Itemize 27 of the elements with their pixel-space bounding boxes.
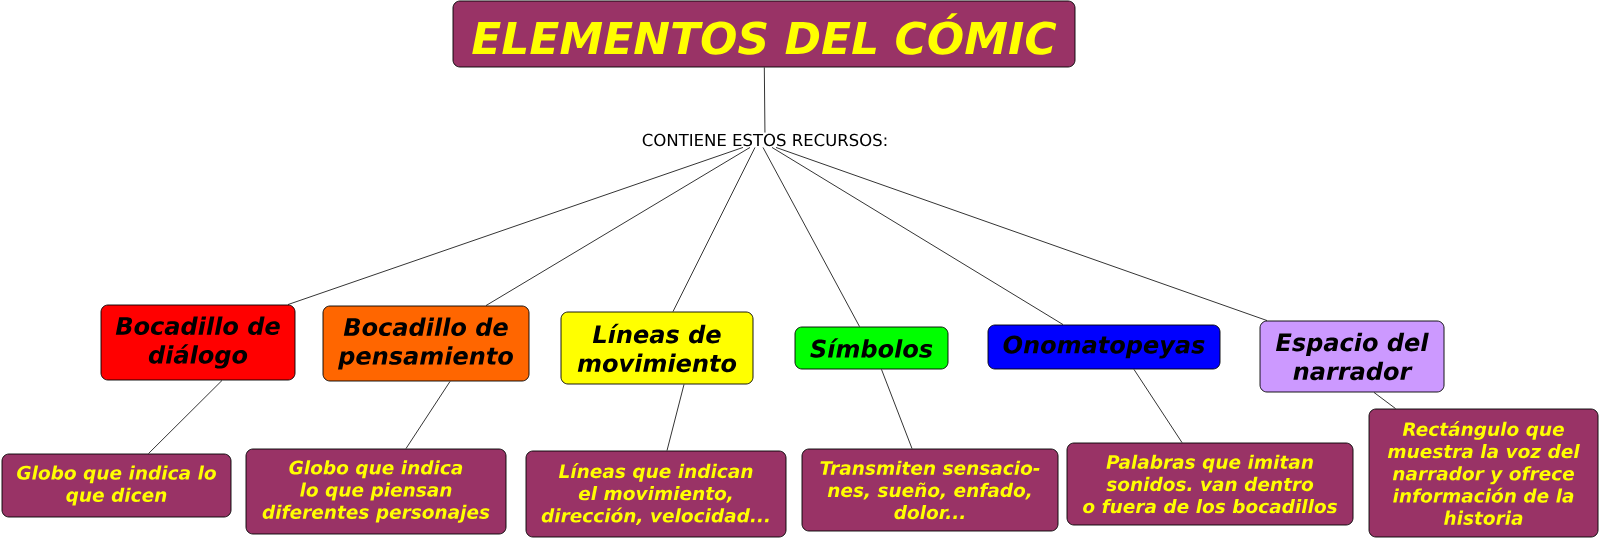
- connector-line: [672, 147, 756, 312]
- connector-line: [148, 380, 223, 454]
- concept-box: Bocadillo de diálogo: [100, 304, 296, 381]
- concept-box: Símbolos: [794, 326, 949, 370]
- connector-line: [763, 67, 766, 133]
- description-box: Transmiten sensacio- nes, sueño, enfado, dolor...: [801, 448, 1059, 532]
- connector-line: [405, 381, 451, 449]
- connector-line: [1373, 392, 1396, 409]
- linking-phrase: CONTIENE ESTOS RECURSOS:: [642, 133, 887, 147]
- description-box: Globo que indica lo que piensan diferentes personajes: [245, 448, 507, 535]
- description-box: Palabras que imitan sonidos. van dentro o fuera de los bocadillos: [1066, 442, 1354, 526]
- description-box: Líneas que indican el movimiento, dirección, velocidad...: [525, 450, 787, 538]
- connector-line: [485, 147, 751, 306]
- connector-line: [666, 384, 685, 451]
- connector-line: [287, 147, 744, 305]
- concept-box: Bocadillo de pensamiento: [322, 305, 530, 382]
- description-box: Globo que indica lo que dicen: [1, 453, 232, 518]
- description-box: Rectángulo que muestra la voz del narrador y ofrece información de la historia: [1368, 408, 1599, 538]
- connector-line: [1133, 369, 1183, 443]
- concept-box: Espacio del narrador: [1259, 320, 1445, 393]
- title-box: ELEMENTOS DEL CÓMIC: [452, 0, 1076, 68]
- connector-line: [775, 147, 1268, 321]
- concept-box: Onomatopeyas: [987, 324, 1221, 370]
- connector-line: [762, 147, 860, 327]
- connector-line: [771, 147, 1064, 325]
- concept-box: Líneas de movimiento: [560, 311, 754, 385]
- connector-line: [881, 369, 913, 449]
